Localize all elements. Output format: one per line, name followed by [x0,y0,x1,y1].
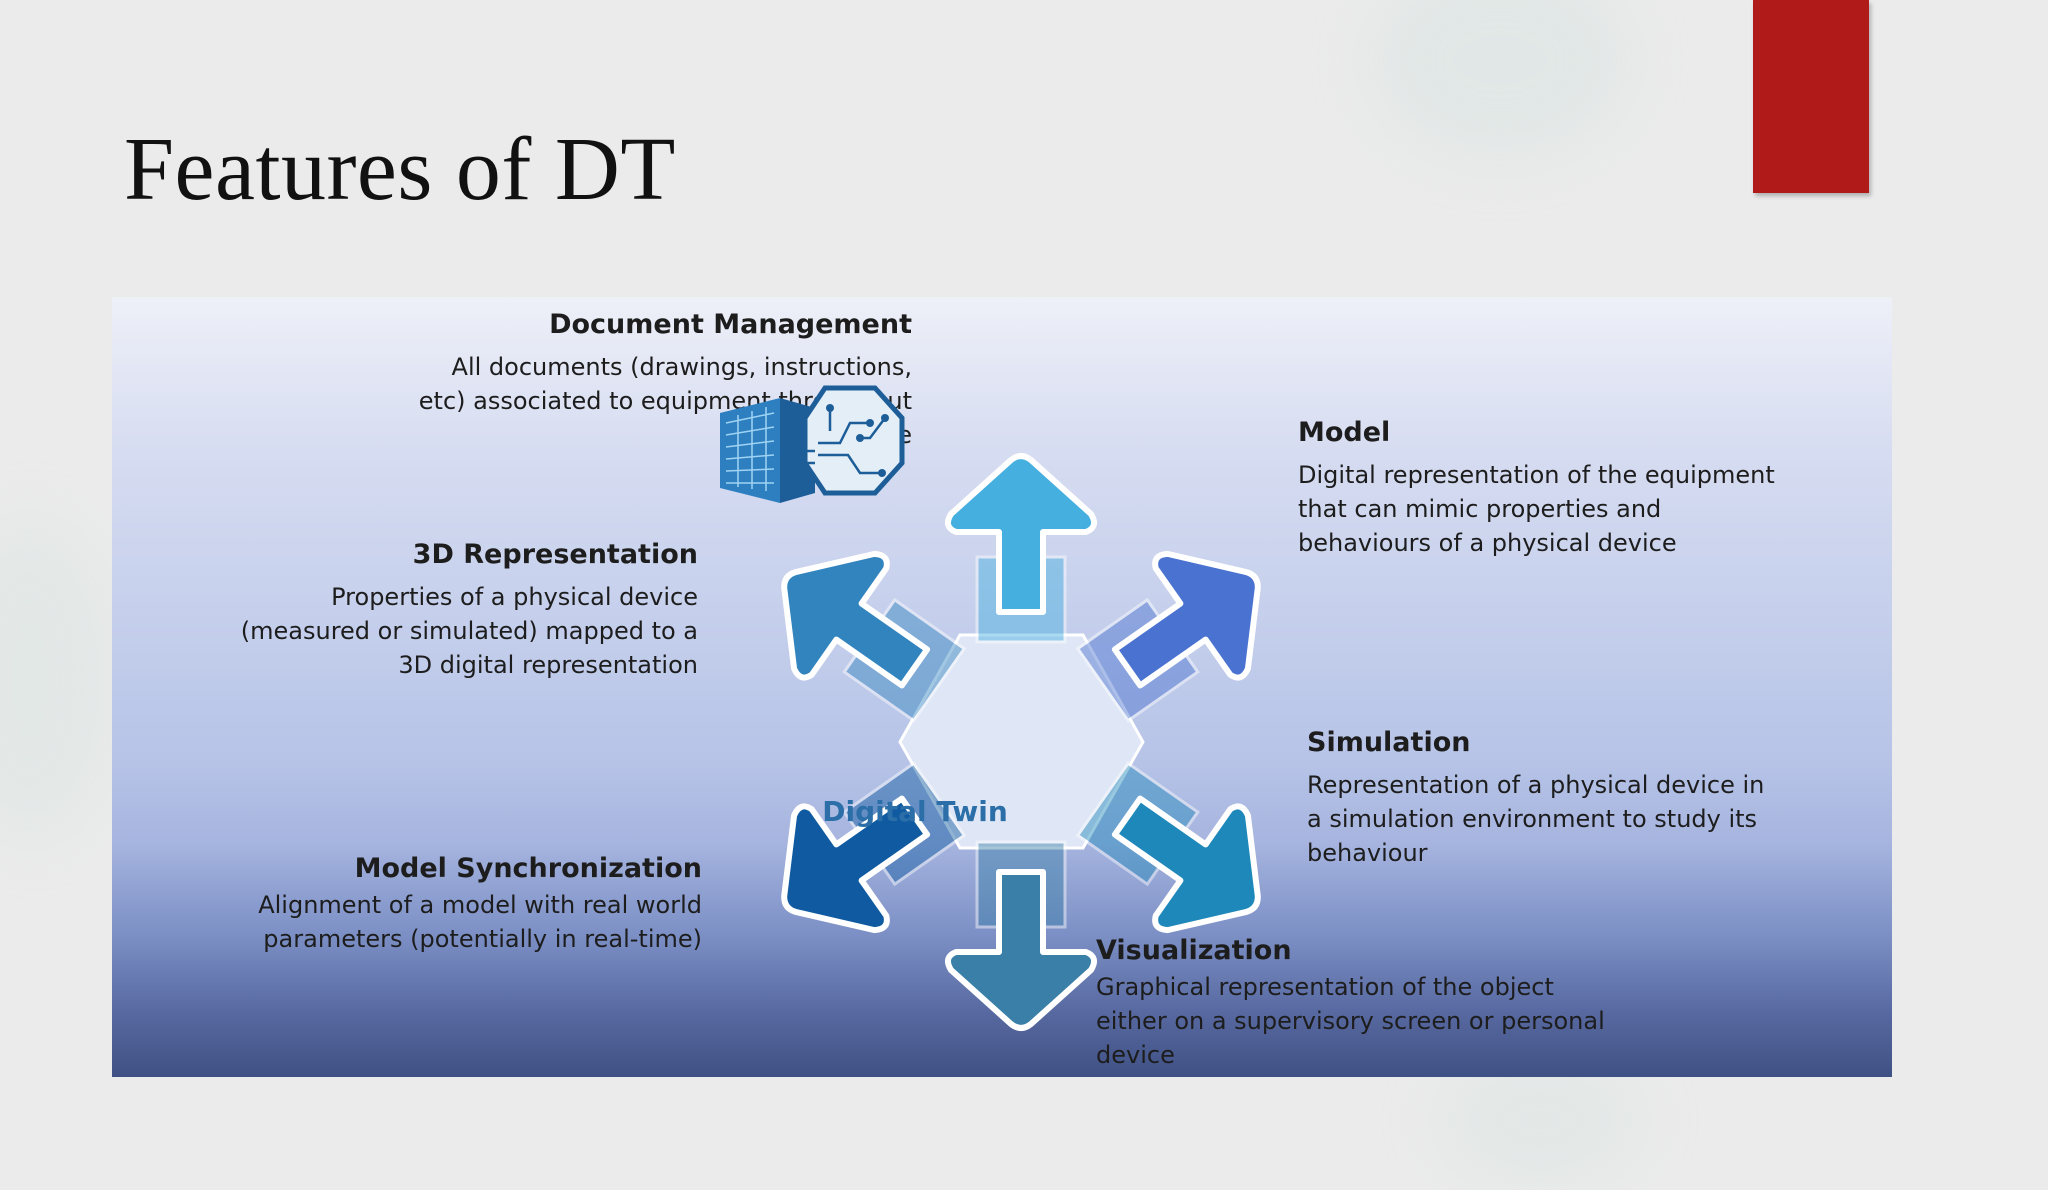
arrow-down [944,840,1098,1031]
digital-twin-hub: Digital Twin [710,363,1430,1077]
background-blob [0,520,120,840]
feature-description: Properties of a physical device (measure… [240,583,698,679]
arrow-head [1111,550,1261,689]
feature-title: 3D Representation [412,539,698,570]
feature-description: Digital representation of the equipment … [1298,461,1775,557]
digital-twin-logo-icon [720,385,905,503]
arrow-head [944,869,1098,1031]
feature-description: Representation of a physical device in a… [1307,771,1765,867]
arrow-up-right [1075,550,1261,723]
accent-bar [1753,0,1869,193]
feature-title: Model Synchronization [354,853,702,884]
feature-model: Model Digital representation of the equi… [1298,417,1798,560]
feature-description: Graphical representation of the object e… [1096,973,1605,1069]
feature-title: Model [1298,417,1391,448]
feature-model-synchronization: Model Synchronization Alignment of a mod… [212,853,702,956]
arrow-down-left [781,761,967,934]
arrow-head [1111,795,1261,934]
arrow-up-left [781,550,967,723]
arrow-head [781,795,931,934]
background-blob [1370,0,1630,160]
feature-simulation: Simulation Representation of a physical … [1307,727,1777,870]
feature-title: Simulation [1307,727,1471,758]
feature-title: Document Management [549,309,912,340]
arrows-graphic [781,453,1261,1031]
arrow-down-right [1075,761,1261,934]
hub-hexagon [898,633,1145,850]
feature-title: Visualization [1096,935,1292,966]
digital-twin-label: Digital Twin [822,795,1008,828]
diagram-panel: Document Management All documents (drawi… [112,297,1892,1077]
slide-title: Features of DT [124,120,676,219]
arrow-head [944,453,1098,615]
feature-description: Alignment of a model with real world par… [258,891,702,953]
feature-visualization: Visualization Graphical representation o… [1096,935,1626,1072]
feature-arrows [781,453,1261,1031]
arrow-head [781,550,931,689]
arrow-up [944,453,1098,644]
feature-3d-representation: 3D Representation Properties of a physic… [212,539,698,682]
